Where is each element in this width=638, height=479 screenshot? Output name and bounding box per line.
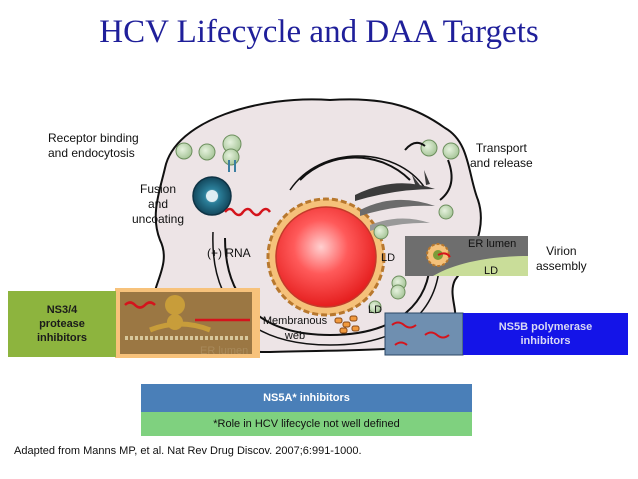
membranous-web-vesicles: [334, 315, 360, 334]
ns34-inhibitor-box: NS3/4 protease inhibitors: [8, 291, 116, 357]
ld-droplet: [433, 256, 528, 276]
rna-label: (+) RNA: [207, 246, 251, 260]
endosome: [192, 176, 232, 216]
ns5b-label-line2: inhibitors: [520, 335, 571, 347]
ns5b-label-line1: NS5B polymerase: [498, 321, 593, 333]
ld-label-top: LD: [381, 252, 396, 264]
er-arc-top: [299, 156, 411, 181]
ns5b-inhibitor-box: NS5B polymerase inhibitors: [463, 313, 628, 355]
ld-label-right: LD: [484, 265, 499, 277]
release-path: [404, 141, 453, 201]
ns34-label-line1: NS3/4: [46, 304, 78, 316]
rna-strand: [224, 207, 272, 217]
er-lumen-lower-label: ER lumen: [200, 345, 249, 357]
ld-label-mid: LD: [368, 304, 383, 316]
replicating-rna: [391, 321, 450, 346]
er-membrane-outer: [224, 237, 431, 337]
nucleus: [266, 197, 386, 317]
ns5a-inhibitor-box: NS5A* inhibitors: [141, 384, 472, 412]
er-arc-top-2: [289, 155, 426, 191]
citation: Adapted from Manns MP, et al. Nat Rev Dr…: [14, 445, 362, 457]
er-lumen-upper-label: ER lumen: [468, 238, 517, 250]
virus-particles: [175, 134, 460, 314]
page-title: HCV Lifecycle and DAA Targets: [99, 14, 539, 50]
ns34-label-line3: inhibitors: [36, 332, 88, 344]
polyprotein-rna: [124, 301, 250, 322]
assembly-virion: [426, 243, 451, 267]
receptor-stalk: [228, 160, 236, 172]
ns34-label-line2: protease: [39, 318, 85, 330]
ns5b-inner: [384, 312, 464, 356]
golgi: [355, 170, 435, 231]
ns5a-note-box: *Role in HCV lifecycle not well defined: [141, 412, 472, 436]
protease-complex: [149, 295, 211, 333]
